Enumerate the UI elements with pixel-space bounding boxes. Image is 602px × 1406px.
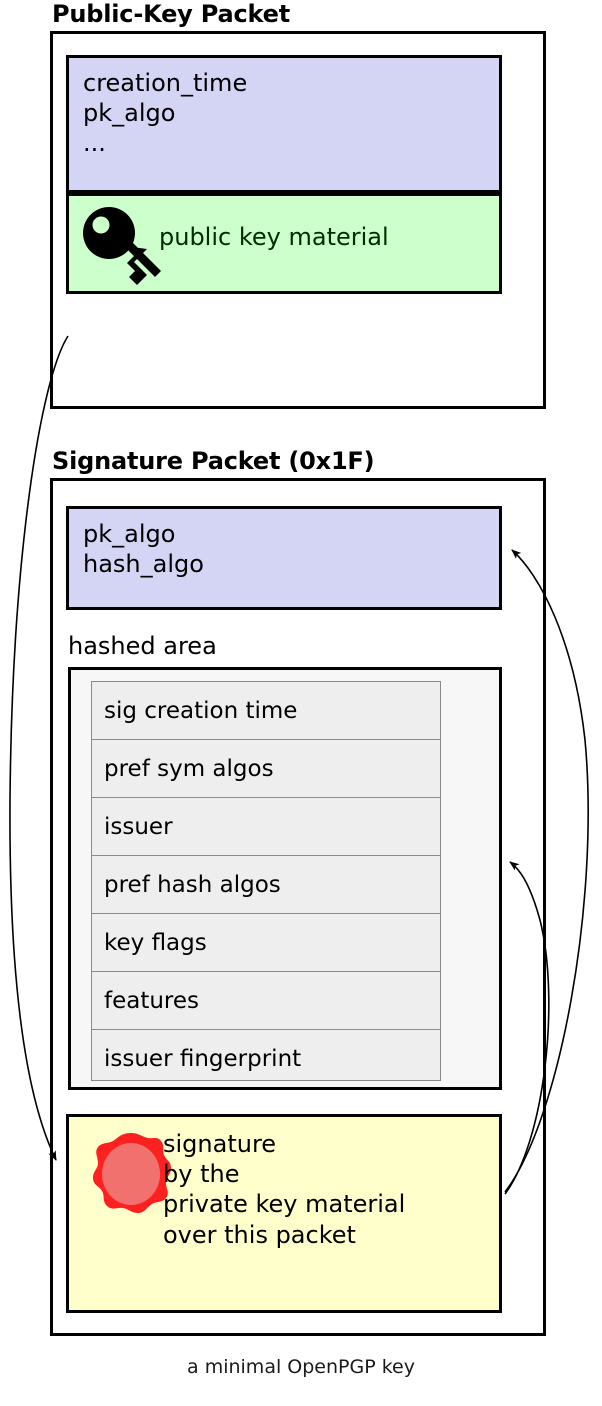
signature-body-box: signature by the private key material ov… — [66, 1114, 502, 1313]
subpacket-row: features — [92, 972, 440, 1030]
signature-body-text: signature by the private key material ov… — [163, 1130, 406, 1249]
signature-algo-box: pk_algo hash_algo — [66, 506, 502, 610]
subpacket-row: pref hash algos — [92, 856, 440, 914]
hashed-area-box: sig creation time pref sym algos issuer … — [68, 667, 502, 1090]
public-key-packet-title: Public-Key Packet — [52, 0, 290, 28]
subpacket-row: issuer fingerprint — [104, 1046, 302, 1072]
wax-seal-icon — [93, 1133, 171, 1213]
subpacket-row: issuer — [92, 798, 440, 856]
signature-algo-fields: pk_algo hash_algo — [83, 520, 204, 579]
public-key-header-fields: creation_time pk_algo ... — [83, 69, 248, 158]
hashed-area-label: hashed area — [68, 632, 217, 660]
subpacket-row: key flags — [92, 914, 440, 972]
public-key-material-box: public key material — [66, 193, 502, 294]
subpacket-row: sig creation time — [92, 682, 440, 740]
diagram-caption: a minimal OpenPGP key — [187, 1356, 415, 1378]
subpacket-row: pref sym algos — [92, 740, 440, 798]
public-key-header-box: creation_time pk_algo ... — [66, 55, 502, 193]
signature-packet-title: Signature Packet (0x1F) — [52, 447, 375, 475]
hashed-subpacket-table: sig creation time pref sym algos issuer … — [91, 681, 441, 1081]
public-key-material-label: public key material — [159, 223, 389, 251]
key-icon — [83, 207, 161, 285]
